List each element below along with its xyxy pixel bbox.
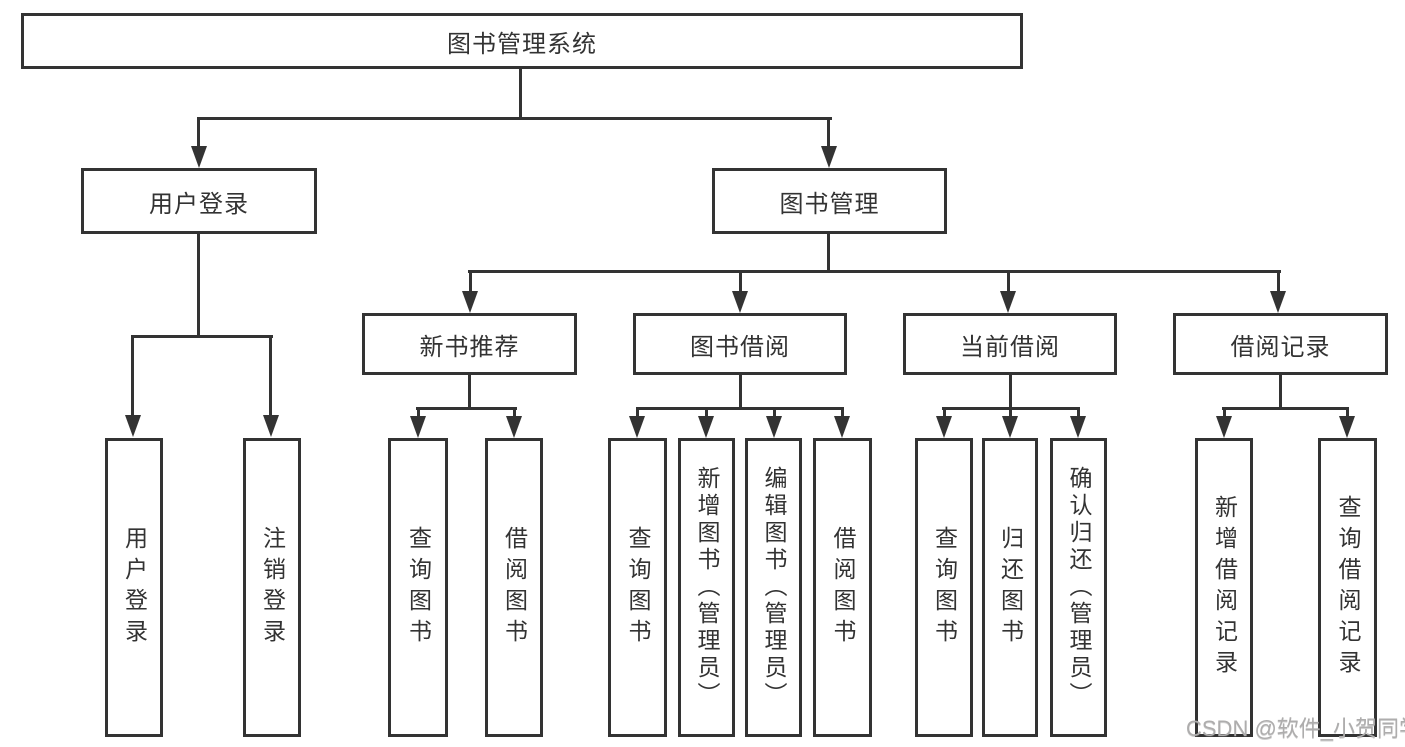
- arrow-down-icon: [698, 416, 714, 438]
- connector-userlogin-bar: [131, 335, 273, 338]
- leaf-user-login: 用户登录: [105, 438, 163, 737]
- arrow-down-icon: [766, 416, 782, 438]
- leaf-query-borrow-record: 查询借阅记录: [1318, 438, 1377, 737]
- connector-root-drop-left: [197, 117, 200, 148]
- arrow-down-icon: [506, 416, 522, 438]
- leaf-add-books-admin: 新增图书（管理员）: [678, 438, 735, 737]
- arrow-down-icon: [462, 291, 478, 313]
- connector-borrowing-drop-2: [705, 407, 708, 417]
- leaf-borrow-books-borrowing: 借阅图书: [813, 438, 872, 737]
- connector-borrowing-drop-4: [841, 407, 844, 417]
- connector-bookmgmt-drop-4: [1277, 270, 1280, 292]
- leaf-logout: 注销登录: [243, 438, 301, 737]
- node-new-book-recommendation: 新书推荐: [362, 313, 577, 375]
- arrow-down-icon: [263, 415, 279, 437]
- arrow-down-icon: [936, 416, 952, 438]
- connector-bookmgmt-drop-3: [1007, 270, 1010, 292]
- arrow-down-icon: [1000, 291, 1016, 313]
- connector-borrowing-bar: [636, 407, 843, 410]
- connector-current-stem: [1009, 375, 1012, 409]
- leaf-query-books-borrowing: 查询图书: [608, 438, 667, 737]
- node-library-system: 图书管理系统: [21, 13, 1023, 69]
- node-current-borrowing: 当前借阅: [903, 313, 1117, 375]
- connector-bookmgmt-drop-2: [739, 270, 742, 292]
- leaf-return-books: 归还图书: [982, 438, 1038, 737]
- connector-userlogin-drop-right: [269, 335, 272, 416]
- connector-borrowing-drop-1: [636, 407, 639, 417]
- connector-newbook-bar: [416, 407, 517, 410]
- connector-root-bar: [197, 117, 832, 120]
- leaf-borrow-books-recommend: 借阅图书: [485, 438, 543, 737]
- arrow-down-icon: [629, 416, 645, 438]
- connector-root-stem: [519, 69, 522, 118]
- leaf-add-borrow-record: 新增借阅记录: [1195, 438, 1253, 737]
- connector-records-bar: [1222, 407, 1349, 410]
- connector-records-stem: [1279, 375, 1282, 409]
- leaf-edit-books-admin: 编辑图书（管理员）: [745, 438, 802, 737]
- arrow-down-icon: [732, 291, 748, 313]
- connector-userlogin-stem: [197, 234, 200, 337]
- connector-current-drop-3: [1077, 407, 1080, 417]
- connector-current-drop-2: [1009, 407, 1012, 417]
- arrow-down-icon: [1002, 416, 1018, 438]
- arrow-down-icon: [834, 416, 850, 438]
- connector-root-drop-right: [827, 117, 830, 148]
- connector-newbook-drop-2: [513, 407, 516, 417]
- connector-bookmgmt-stem: [827, 234, 830, 272]
- connector-records-drop-2: [1346, 407, 1349, 417]
- node-user-login: 用户登录: [81, 168, 317, 234]
- arrow-down-icon: [1216, 416, 1232, 438]
- arrow-down-icon: [821, 146, 837, 168]
- connector-newbook-stem: [468, 375, 471, 409]
- leaf-query-books-current: 查询图书: [915, 438, 973, 737]
- connector-userlogin-drop-left: [131, 335, 134, 416]
- connector-records-drop-1: [1223, 407, 1226, 417]
- connector-bookmgmt-bar: [468, 270, 1281, 273]
- arrow-down-icon: [125, 415, 141, 437]
- leaf-query-books-recommend: 查询图书: [388, 438, 448, 737]
- watermark: CSDN @软件_小贺同学: [1186, 716, 1405, 741]
- arrow-down-icon: [1270, 291, 1286, 313]
- connector-current-drop-1: [943, 407, 946, 417]
- arrow-down-icon: [410, 416, 426, 438]
- node-book-borrowing: 图书借阅: [633, 313, 847, 375]
- arrow-down-icon: [1070, 416, 1086, 438]
- arrow-down-icon: [191, 146, 207, 168]
- leaf-confirm-return-admin: 确认归还（管理员）: [1050, 438, 1107, 737]
- node-borrowing-records: 借阅记录: [1173, 313, 1388, 375]
- node-book-management: 图书管理: [712, 168, 947, 234]
- connector-borrowing-stem: [739, 375, 742, 409]
- arrow-down-icon: [1339, 416, 1355, 438]
- connector-newbook-drop-1: [417, 407, 420, 417]
- connector-bookmgmt-drop-1: [469, 270, 472, 292]
- connector-borrowing-drop-3: [773, 407, 776, 417]
